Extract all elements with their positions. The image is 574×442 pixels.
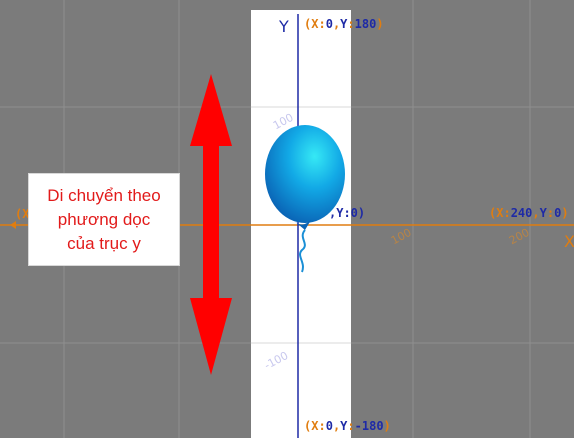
coord-right-label: (X:240,Y:0) <box>489 206 569 220</box>
coord-center-label: ,Y:0) <box>329 206 366 220</box>
x-axis-label: X <box>564 232 574 251</box>
coord-bottom-label: (X:0,Y:-180) <box>304 419 391 433</box>
callout-text: Di chuyển theo phương dọc của trục y <box>47 185 161 253</box>
coord-top-label: (X:0,Y:180) <box>304 17 384 31</box>
double-vertical-arrow-icon <box>190 74 232 375</box>
highlight-band <box>251 10 351 438</box>
coord-left-label: (X <box>15 207 30 221</box>
y-axis-label: Y <box>279 17 289 36</box>
callout-box: Di chuyển theo phương dọc của trục y <box>28 173 180 266</box>
x-axis-left-arrow-icon <box>10 221 16 229</box>
balloon-sprite-icon <box>265 125 345 273</box>
